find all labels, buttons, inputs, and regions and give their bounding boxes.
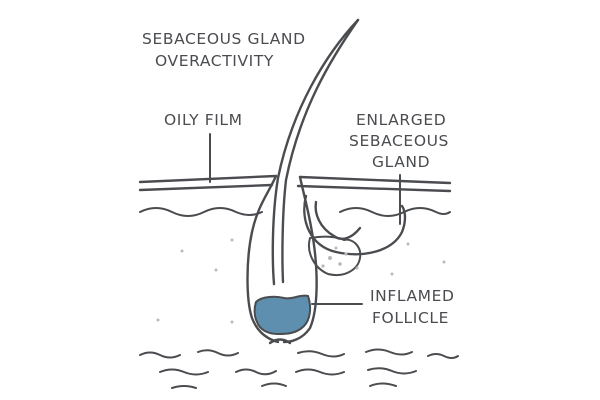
dermis-dot	[406, 242, 410, 246]
lobule-dot	[321, 264, 325, 268]
dermis-dot	[390, 272, 394, 276]
sebum-pool	[253, 294, 312, 336]
subcutaneous-dashes-row-1	[139, 348, 413, 359]
lobule-dot	[344, 252, 348, 256]
lobule-dot	[334, 246, 338, 250]
dermis-dot	[214, 268, 218, 272]
gland-outer	[303, 194, 407, 256]
enlarged-gland-label-1: ENLARGED	[356, 111, 446, 129]
follicle-base	[268, 338, 292, 345]
dermis-dot	[230, 320, 234, 324]
dermis-dot	[180, 249, 184, 253]
oily-film-bottom-left	[138, 183, 274, 192]
follicle-wall-left	[246, 174, 280, 344]
dermis-dot	[230, 238, 234, 242]
lobule-dot	[338, 262, 342, 266]
oily-film-top-right	[298, 175, 452, 185]
oily-film-label: OILY FILM	[164, 111, 243, 129]
oily-film-top-left	[138, 174, 278, 184]
epidermis-wave-left	[139, 207, 263, 217]
oily-film-bottom-right	[296, 184, 452, 193]
epidermis-wave-right	[339, 207, 451, 217]
subcutaneous-dashes-row-2	[159, 353, 459, 376]
dermis-dot	[442, 260, 446, 264]
enlarged-gland-label-3: GLAND	[372, 153, 430, 171]
gland-inner	[314, 200, 362, 240]
lobule-dot	[328, 256, 332, 260]
inflamed-follicle-label-2: FOLLICLE	[372, 309, 449, 327]
sebum-lobule	[308, 235, 362, 276]
hair-shaft-left	[271, 18, 360, 286]
hair-shaft-right	[281, 18, 360, 284]
subcutaneous-dashes-row-3	[171, 382, 397, 389]
title-line-2: OVERACTIVITY	[155, 52, 274, 70]
dermis-dot	[156, 318, 160, 322]
inflamed-follicle-label-1: INFLAMED	[370, 287, 455, 305]
dermis-dot	[355, 266, 359, 270]
follicle-wall-right	[282, 175, 318, 344]
title-line-1: SEBACEOUS GLAND	[142, 30, 306, 48]
enlarged-gland-label-2: SEBACEOUS	[349, 132, 449, 150]
